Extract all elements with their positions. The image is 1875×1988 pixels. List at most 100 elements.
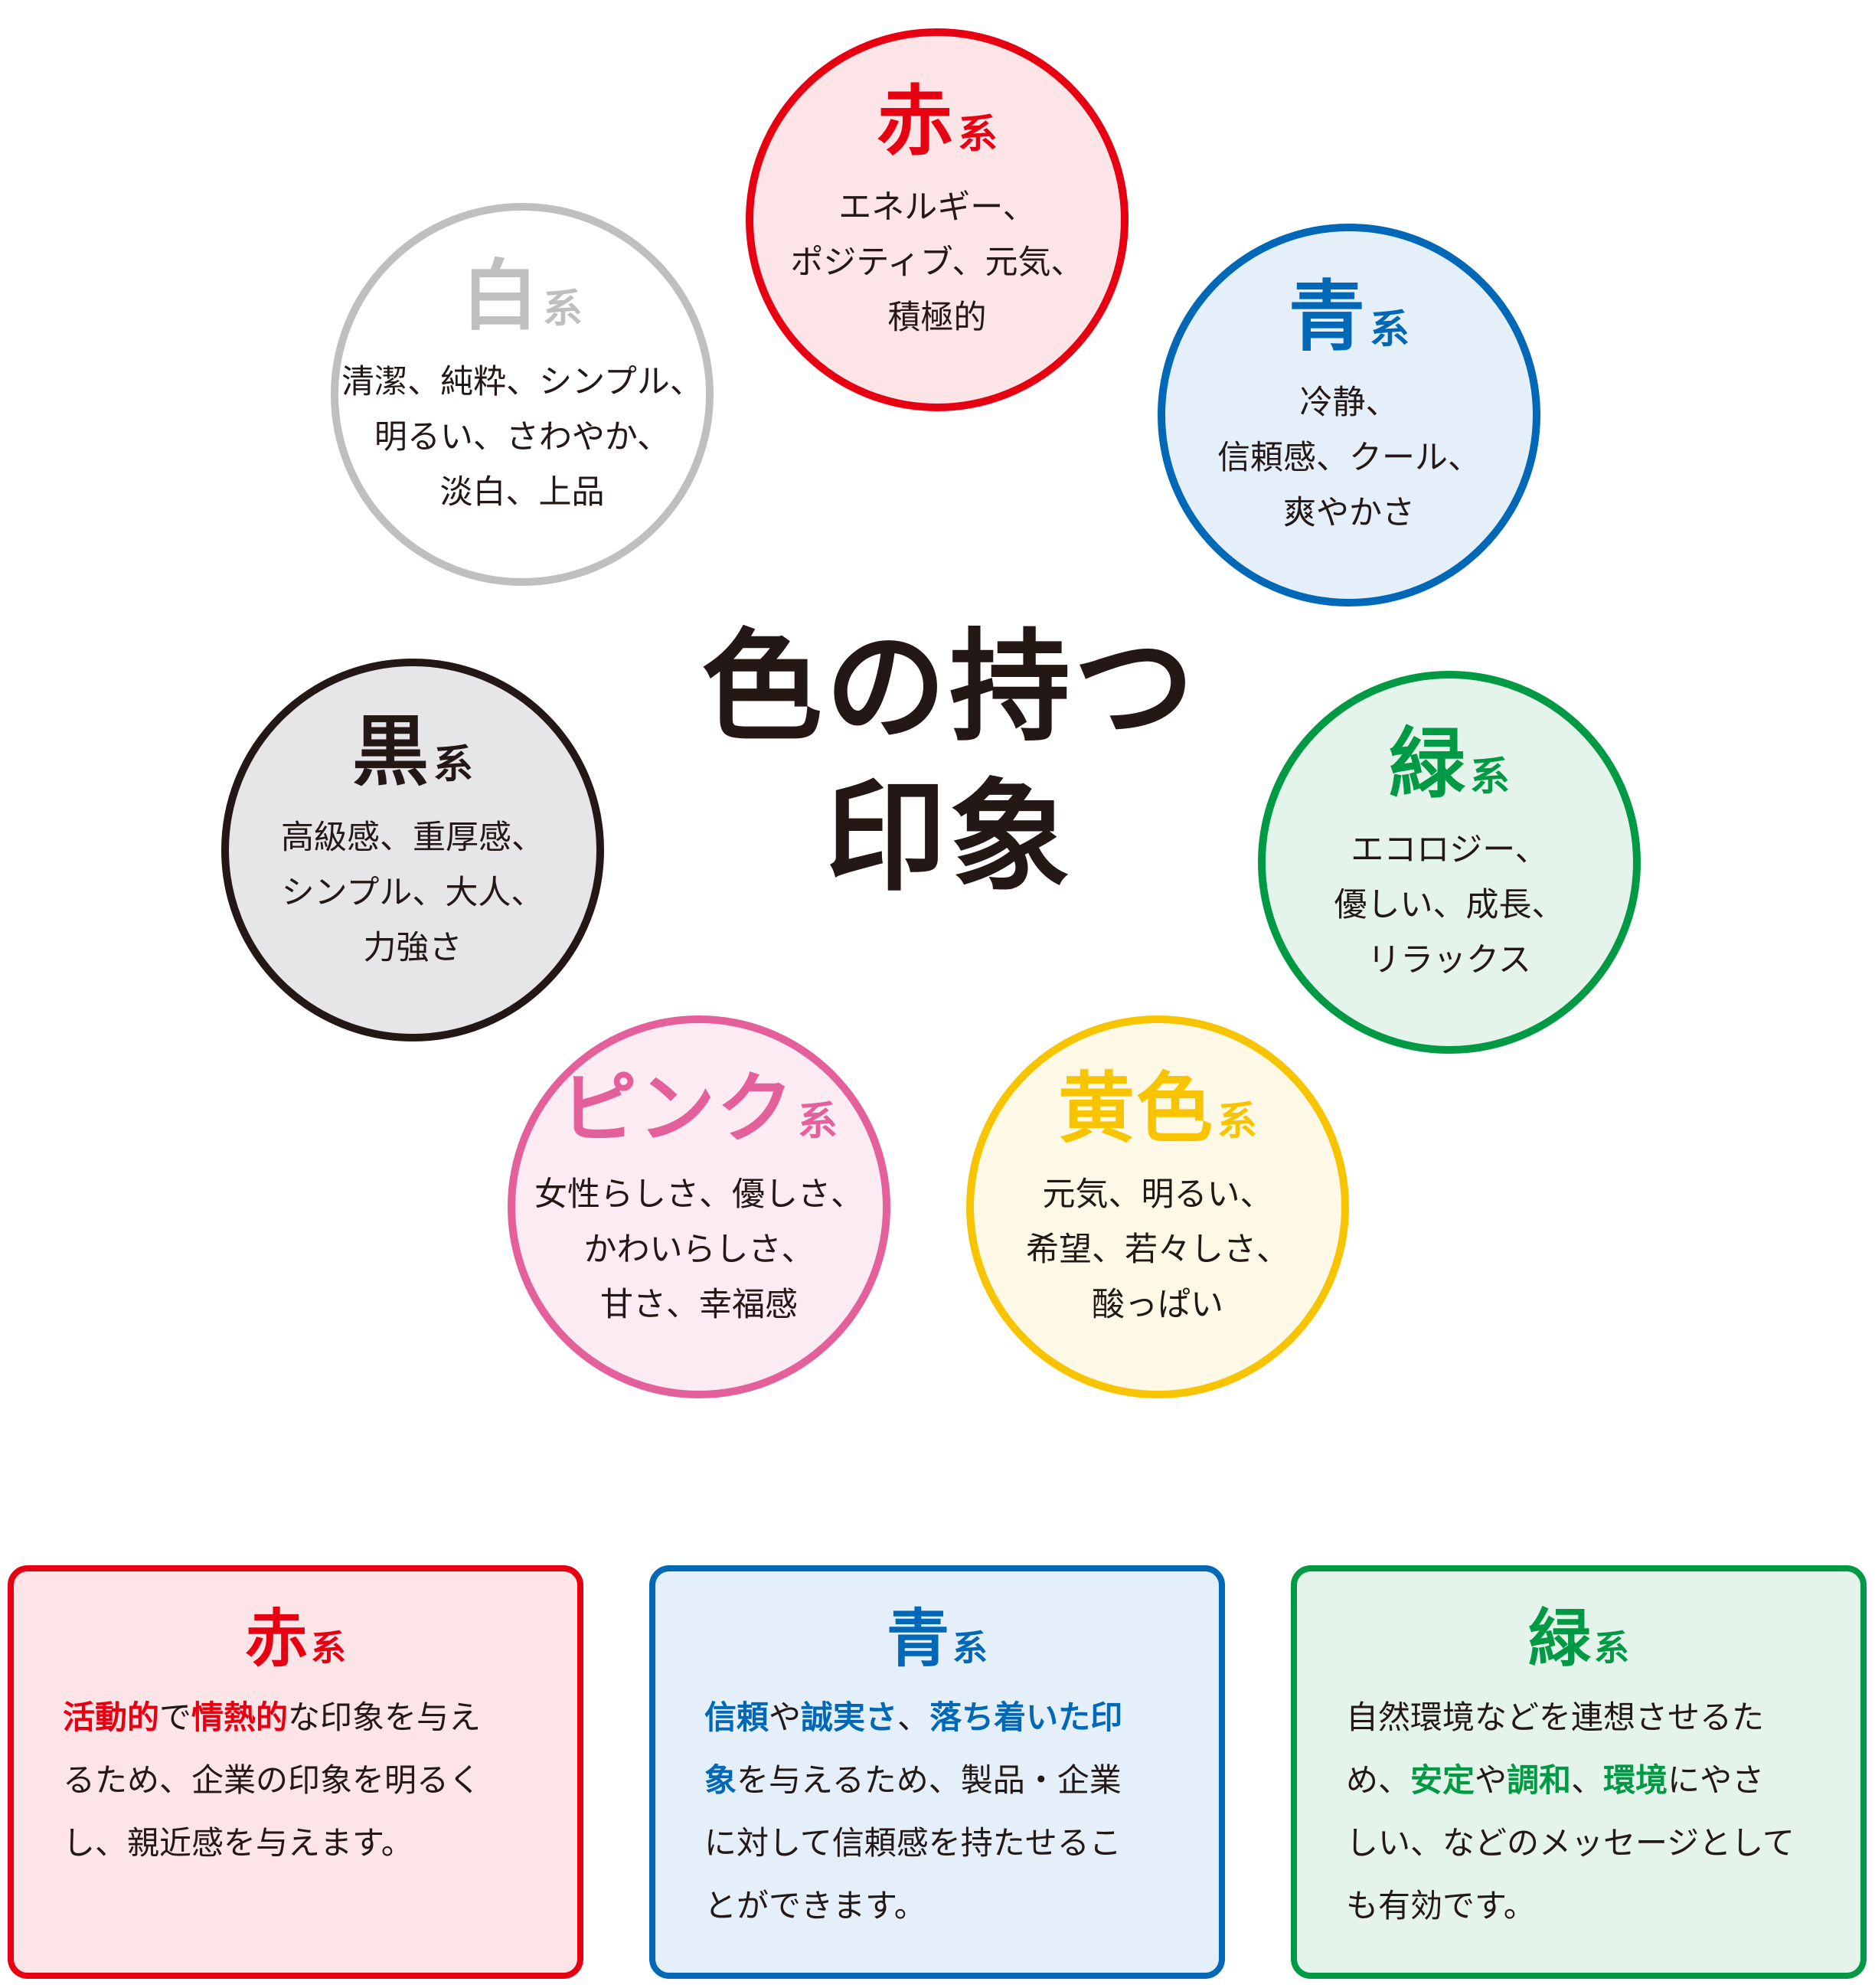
text-run: を与えるため、製品・企業 xyxy=(737,1761,1122,1799)
circle-pink-name: ピンク xyxy=(560,1064,795,1153)
highlight: 象 xyxy=(704,1761,737,1799)
box-line: 象を与えるため、製品・企業 xyxy=(704,1749,1170,1812)
highlight: 落ち着いた印 xyxy=(929,1699,1123,1736)
box-red-text: 活動的で情熱的な印象を与え るため、企業の印象を明るく し、親近感を与えます。 xyxy=(63,1686,528,1875)
box-red-suffix: 系 xyxy=(311,1627,346,1669)
box-blue-title: 青 系 xyxy=(704,1608,1170,1671)
circle-black-suffix: 系 xyxy=(433,742,473,788)
text-run: め、 xyxy=(1346,1761,1411,1799)
box-line: 信頼や誠実さ、落ち着いた印 xyxy=(704,1686,1170,1749)
circle-black-name: 黒 xyxy=(351,707,430,796)
center-title-line2: 印象 xyxy=(825,767,1073,908)
circle-red-suffix: 系 xyxy=(957,112,998,158)
circle-blue-name: 青 xyxy=(1288,272,1367,361)
desc-line: 清潔、純粋、シンプル、 xyxy=(341,363,703,401)
highlight: 誠実さ xyxy=(801,1699,898,1736)
circle-green-name: 緑 xyxy=(1388,719,1467,809)
desc-line: エネルギー、 xyxy=(838,188,1036,227)
box-green-text: 自然環境などを連想させるた め、安定や調和、環境にやさ しい、などのメッセージと… xyxy=(1346,1686,1811,1937)
circle-black-desc: 高級感、重厚感、 シンプル、大人、 力強さ xyxy=(281,810,544,976)
center-title-line1: 色の持つ xyxy=(701,617,1197,758)
circle-blue: 青 系 冷静、 信頼感、クール、 爽やかさ xyxy=(1158,224,1540,607)
box-line: しい、などのメッセージとして xyxy=(1346,1824,1795,1862)
desc-line: 甘さ、幸福感 xyxy=(600,1286,798,1324)
desc-line: 明るい、さわやか、 xyxy=(374,418,671,456)
box-line: め、安定や調和、環境にやさ xyxy=(1346,1749,1811,1812)
circle-blue-desc: 冷静、 信頼感、クール、 爽やかさ xyxy=(1217,375,1481,541)
highlight: 安定 xyxy=(1410,1761,1475,1799)
circle-blue-suffix: 系 xyxy=(1369,307,1410,353)
circle-pink: ピンク 系 女性らしさ、優しさ、 かわいらしさ、 甘さ、幸福感 xyxy=(508,1015,890,1398)
box-green-title: 緑 系 xyxy=(1346,1608,1811,1671)
box-blue-name: 青 xyxy=(886,1603,949,1676)
desc-line: 女性らしさ、優しさ、 xyxy=(534,1175,864,1214)
box-line: るため、企業の印象を明るく xyxy=(63,1761,482,1799)
box-line: も有効です。 xyxy=(1346,1887,1536,1924)
highlight: 活動的 xyxy=(63,1699,160,1736)
box-green-suffix: 系 xyxy=(1594,1627,1629,1669)
desc-line: 優しい、成長、 xyxy=(1334,886,1565,924)
desc-line: 冷静、 xyxy=(1299,384,1399,422)
box-line: に対して信頼感を持たせるこ xyxy=(704,1824,1122,1862)
box-line: とができます。 xyxy=(704,1887,926,1924)
circle-white-title: 白 系 xyxy=(462,258,583,335)
box-red-title: 赤 系 xyxy=(63,1608,528,1671)
circle-black: 黒 系 高級感、重厚感、 シンプル、大人、 力強さ xyxy=(221,659,604,1041)
text-run: 、 xyxy=(1571,1761,1604,1799)
circle-blue-title: 青 系 xyxy=(1289,279,1410,355)
circle-yellow-name: 黄色 xyxy=(1057,1064,1214,1153)
desc-line: 高級感、重厚感、 xyxy=(281,819,544,857)
box-blue: 青 系 信頼や誠実さ、落ち着いた印 象を与えるため、製品・企業 に対して信頼感を… xyxy=(649,1565,1225,1979)
box-blue-text: 信頼や誠実さ、落ち着いた印 象を与えるため、製品・企業 に対して信頼感を持たせる… xyxy=(704,1686,1170,1937)
box-line: 自然環境などを連想させるた xyxy=(1346,1699,1765,1736)
circle-white-name: 白 xyxy=(461,251,540,341)
circle-green-title: 緑 系 xyxy=(1389,726,1510,803)
circle-yellow: 黄色 系 元気、明るい、 希望、若々しさ、 酸っぱい xyxy=(966,1015,1349,1398)
circle-red-desc: エネルギー、 ポジティブ、元気、 積極的 xyxy=(790,180,1083,345)
text-run: や xyxy=(1475,1761,1508,1799)
highlight: 環境 xyxy=(1603,1761,1668,1799)
desc-line: 淡白、上品 xyxy=(439,473,605,512)
circle-green-suffix: 系 xyxy=(1469,754,1510,800)
box-line: し、親近感を与えます。 xyxy=(63,1824,413,1862)
text-run: で xyxy=(159,1699,192,1736)
box-line: 活動的で情熱的な印象を与え xyxy=(63,1686,528,1749)
circle-green-desc: エコロジー、 優しい、成長、 リラックス xyxy=(1334,822,1565,988)
box-red-name: 赤 xyxy=(244,1603,308,1676)
box-green-name: 緑 xyxy=(1527,1603,1591,1676)
desc-line: 積極的 xyxy=(887,299,987,337)
desc-line: リラックス xyxy=(1367,941,1531,979)
circle-white-suffix: 系 xyxy=(542,286,583,332)
circle-pink-title: ピンク 系 xyxy=(560,1071,838,1147)
circle-red: 赤 系 エネルギー、 ポジティブ、元気、 積極的 xyxy=(746,28,1129,411)
circle-pink-suffix: 系 xyxy=(797,1099,838,1145)
circle-black-title: 黒 系 xyxy=(352,714,473,790)
circle-white: 白 系 清潔、純粋、シンプル、 明るい、さわやか、 淡白、上品 xyxy=(331,203,714,586)
circle-yellow-desc: 元気、明るい、 希望、若々しさ、 酸っぱい xyxy=(1026,1167,1289,1332)
desc-line: 力強さ xyxy=(363,929,462,967)
box-blue-suffix: 系 xyxy=(952,1627,988,1669)
highlight: 信頼 xyxy=(704,1699,769,1736)
circle-green: 緑 系 エコロジー、 優しい、成長、 リラックス xyxy=(1258,671,1641,1054)
circle-white-desc: 清潔、純粋、シンプル、 明るい、さわやか、 淡白、上品 xyxy=(341,355,703,520)
desc-line: 信頼感、クール、 xyxy=(1217,439,1481,477)
desc-line: エコロジー、 xyxy=(1351,831,1548,869)
text-run: 、 xyxy=(897,1699,930,1736)
desc-line: 爽やかさ xyxy=(1283,494,1415,532)
desc-line: 酸っぱい xyxy=(1092,1286,1223,1324)
text-run: や xyxy=(769,1699,802,1736)
highlight: 情熱的 xyxy=(191,1699,289,1736)
desc-line: 元気、明るい、 xyxy=(1042,1175,1273,1214)
desc-line: シンプル、大人、 xyxy=(281,874,544,912)
circle-red-name: 赤 xyxy=(876,77,955,166)
box-red: 赤 系 活動的で情熱的な印象を与え るため、企業の印象を明るく し、親近感を与え… xyxy=(8,1565,583,1979)
highlight: 調和 xyxy=(1507,1761,1572,1799)
circle-yellow-suffix: 系 xyxy=(1217,1099,1257,1145)
circle-red-title: 赤 系 xyxy=(877,83,998,160)
center-title: 色の持つ 印象 xyxy=(674,613,1225,913)
text-run: にやさ xyxy=(1668,1761,1765,1799)
box-green: 緑 系 自然環境などを連想させるた め、安定や調和、環境にやさ しい、などのメッ… xyxy=(1291,1565,1867,1979)
text-run: な印象を与え xyxy=(288,1699,482,1736)
desc-line: かわいらしさ、 xyxy=(583,1231,815,1269)
desc-line: ポジティブ、元気、 xyxy=(790,244,1084,282)
